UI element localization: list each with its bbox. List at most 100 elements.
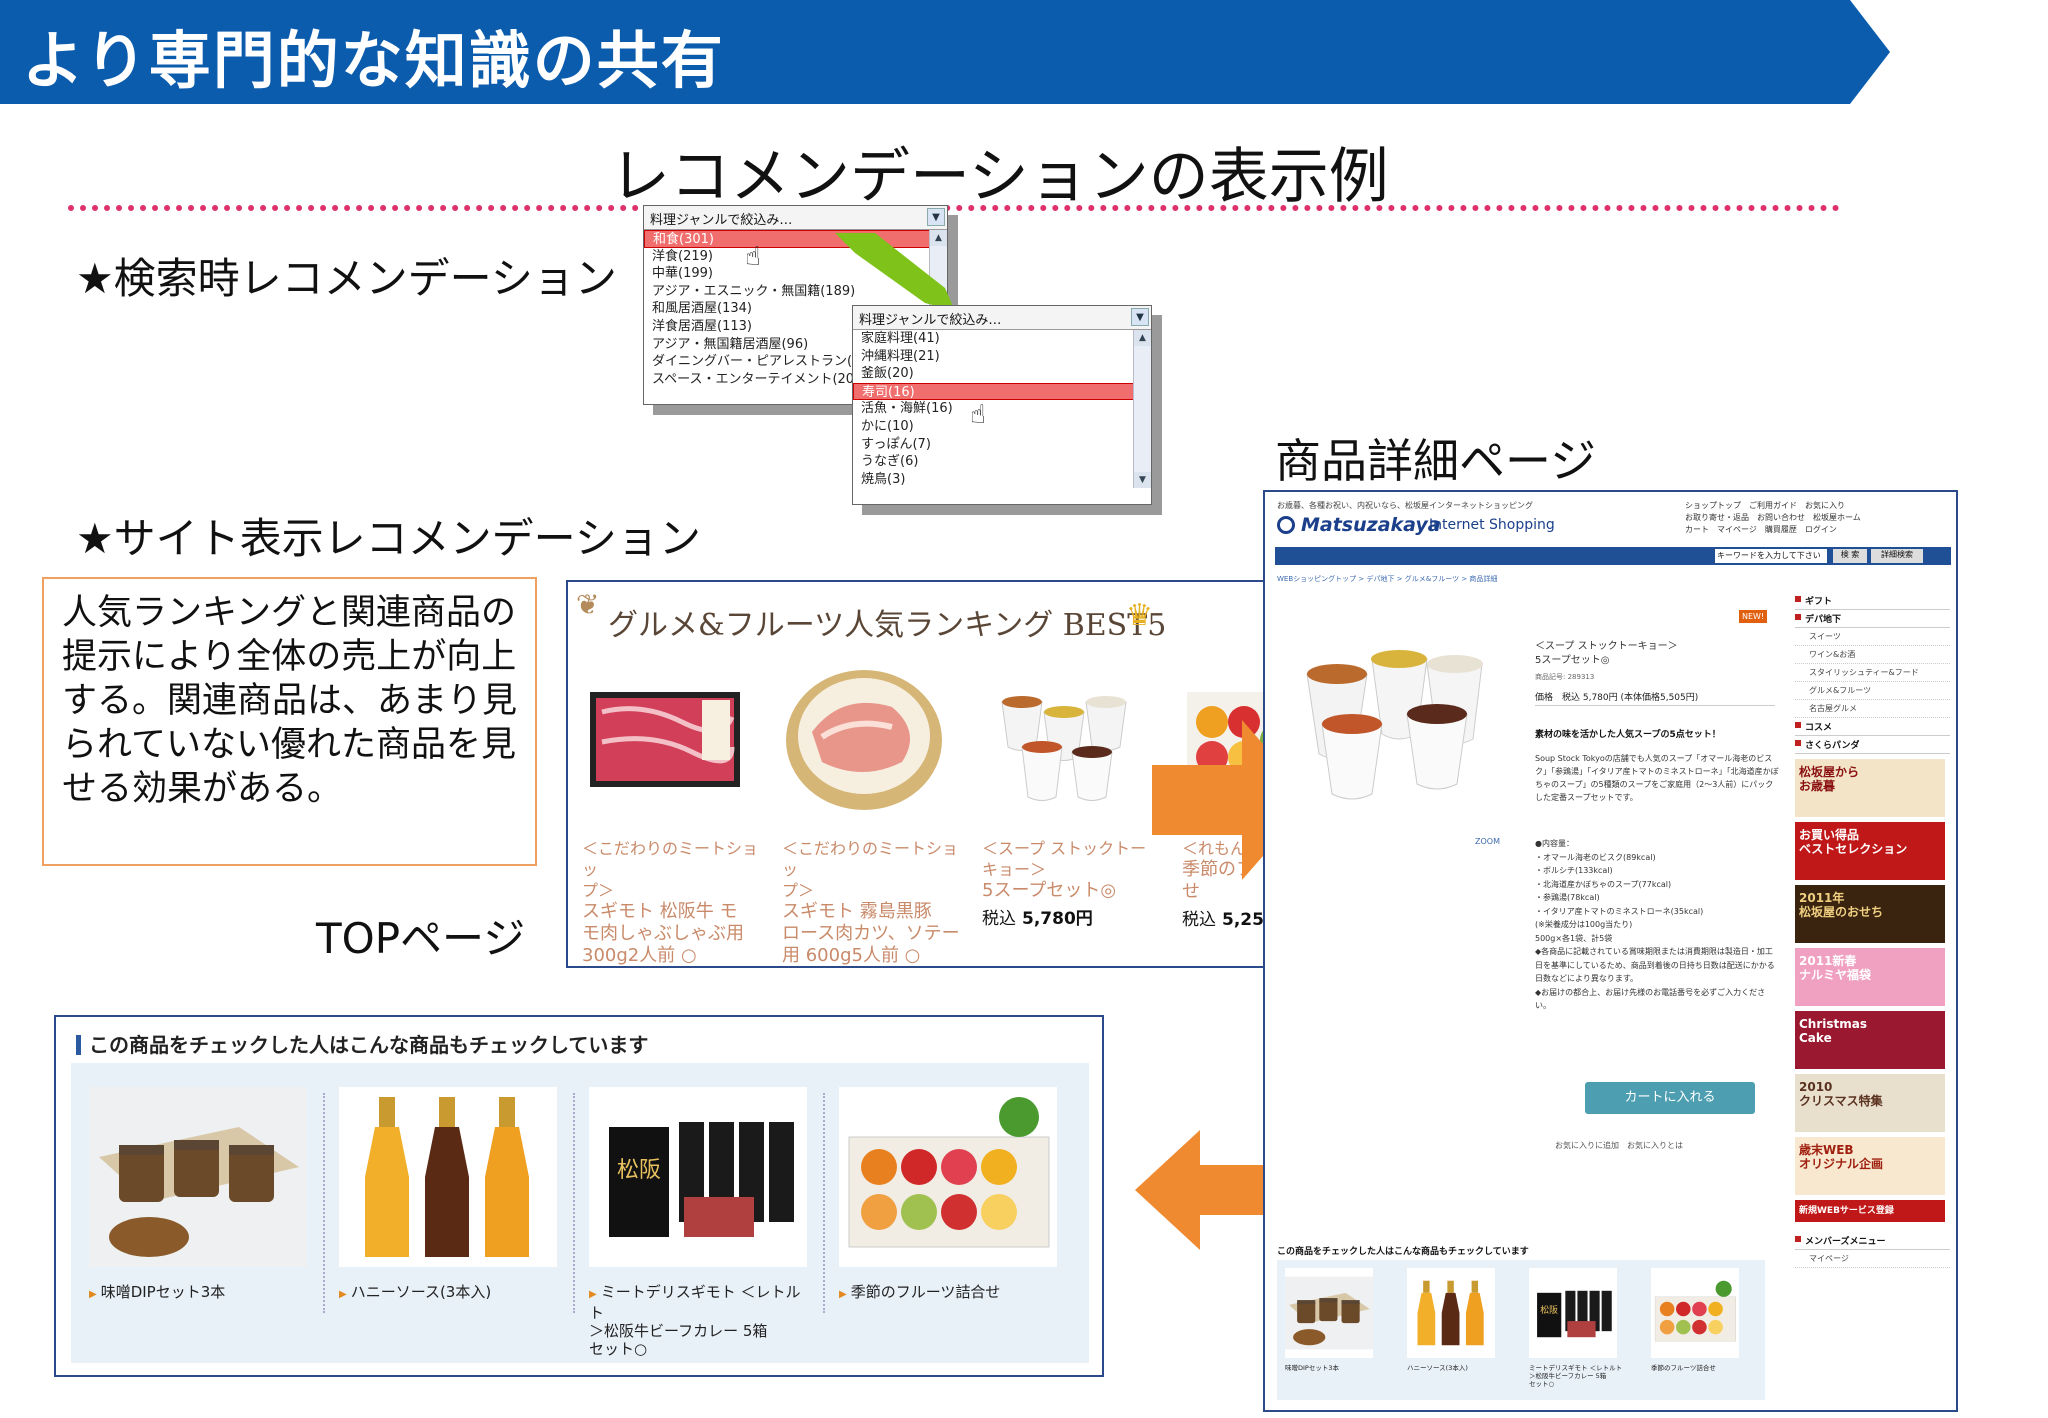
- detail-related-list: 味噌DIPセット3本 ハニーソース(3本入) 松阪ミートデリスギモト ＜レトルト ＞…: [1277, 1260, 1765, 1400]
- related-product-link[interactable]: ミートデリスギモト ＜レトルト ＞松阪牛ビーフカレー 5箱 セット○: [589, 1283, 809, 1358]
- detail-related-link[interactable]: 季節のフルーツ詰合せ: [1651, 1364, 1716, 1372]
- detail-related-image[interactable]: [1285, 1268, 1373, 1358]
- dropdown-option[interactable]: 釜飯(20): [861, 366, 914, 382]
- ranking-shop-name[interactable]: ＜スープ ストックトー キョー＞: [982, 839, 1147, 879]
- label-search-recommendation: ★検索時レコメンデーション: [76, 254, 617, 303]
- slide-subtitle: レコメンデーションの表示例: [610, 142, 1389, 212]
- divider: [573, 1093, 575, 1313]
- sidebar-banner[interactable]: 新規WEBサービス登録: [1795, 1200, 1945, 1222]
- ranking-product-name[interactable]: 季節のフ せ: [1182, 859, 1254, 902]
- sidebar-banner[interactable]: Christmas Cake: [1795, 1011, 1945, 1069]
- sidebar-banner[interactable]: 2010 クリスマス特集: [1795, 1074, 1945, 1132]
- scroll-up-icon[interactable]: ▲: [1134, 330, 1151, 346]
- detail-search-button[interactable]: 詳細検索: [1871, 549, 1923, 563]
- logo-mark-icon: [1277, 516, 1295, 534]
- dropdown-option[interactable]: 寿司(16): [853, 382, 1151, 401]
- sidebar-item[interactable]: ワイン&お酒: [1795, 646, 1950, 664]
- sidebar-item[interactable]: スイーツ: [1795, 628, 1950, 646]
- sidebar-item[interactable]: スタイリッシュティー&フード: [1795, 664, 1950, 682]
- genre-dropdown-2[interactable]: 料理ジャンルで絞込み…▼ 家庭料理(41) 沖縄料理(21) 釜飯(20)寿司(16…: [852, 305, 1152, 505]
- dropdown-option[interactable]: すっぽん(7): [861, 436, 931, 452]
- ranking-product-name[interactable]: スギモト 松阪牛 モ モ肉しゃぶしゃぶ用 300g2人前 ○: [582, 901, 744, 966]
- product-image[interactable]: [982, 662, 1147, 812]
- ranking-product-name[interactable]: スギモト 霧島黒豚 ロース肉カツ、ソテー 用 600g5人前 ○: [782, 901, 960, 966]
- related-product-link[interactable]: 味噌DIPセット3本: [89, 1283, 309, 1304]
- product-image[interactable]: [582, 662, 747, 812]
- dropdown-option[interactable]: スペース・エンターテイメント(20): [652, 371, 860, 387]
- sidebar-banner[interactable]: 2011新春 ナルミヤ福袋: [1795, 948, 1945, 1006]
- scroll-up-icon[interactable]: ▲: [930, 230, 947, 246]
- search-input[interactable]: キーワードを入力して下さい: [1715, 549, 1827, 563]
- ranking-shop-name[interactable]: ＜こだわりのミートショッ プ＞: [582, 839, 759, 900]
- banner-text: 歳末WEB オリジナル企画: [1799, 1143, 1884, 1171]
- dropdown-option[interactable]: 沖縄料理(21): [861, 348, 940, 364]
- ranking-shop-name[interactable]: ＜こだわりのミートショッ プ＞: [782, 839, 959, 900]
- related-product-link[interactable]: 季節のフルーツ詰合せ: [839, 1283, 1059, 1304]
- dropdown-option[interactable]: 洋食(219): [652, 248, 713, 264]
- dropdown-option[interactable]: かに(10): [861, 418, 914, 434]
- detail-related-link[interactable]: 味噌DIPセット3本: [1285, 1364, 1339, 1372]
- product-name: ＜スープ ストックトーキョー＞ 5スープセット◎: [1535, 641, 1678, 666]
- related-product-link[interactable]: ハニーソース(3本入): [339, 1283, 559, 1304]
- ornament-icon: ❦: [576, 588, 600, 621]
- sidebar-heading[interactable]: さくらパンダ: [1795, 736, 1950, 754]
- related-product-image[interactable]: [339, 1087, 557, 1267]
- chevron-down-icon[interactable]: ▼: [1131, 308, 1149, 326]
- ranking-product-name[interactable]: 5スープセット◎: [982, 880, 1117, 901]
- detail-related-link[interactable]: ミートデリスギモト ＜レトルト ＞松阪牛ビーフカレー 5箱 セット○: [1529, 1364, 1623, 1388]
- detail-related-image[interactable]: 松阪: [1529, 1268, 1617, 1358]
- zoom-link[interactable]: ZOOM: [1475, 837, 1500, 846]
- sidebar-banner[interactable]: 歳末WEB オリジナル企画: [1795, 1137, 1945, 1195]
- dropdown-option[interactable]: 洋食居酒屋(113): [652, 318, 752, 334]
- dropdown-option[interactable]: うなぎ(6): [861, 454, 919, 470]
- dropdown-option[interactable]: アジア・エスニック・無国籍(189): [652, 283, 856, 299]
- dropdown-header[interactable]: 料理ジャンルで絞込み…▼: [644, 206, 947, 230]
- dropdown-option[interactable]: 家庭料理(41): [861, 331, 940, 346]
- related-product-image[interactable]: 松阪: [589, 1087, 807, 1267]
- sidebar-banner[interactable]: 松坂屋から お歳暮: [1795, 759, 1945, 817]
- dropdown-option[interactable]: 和風居酒屋(134): [652, 301, 752, 317]
- dropdown-option[interactable]: ダイニングバー・ピアレストラン(21: [652, 354, 869, 370]
- add-to-cart-button[interactable]: カートに入れる: [1585, 1082, 1755, 1114]
- orange-arrow-left-icon: [1135, 1130, 1275, 1250]
- scroll-down-icon[interactable]: ▼: [1134, 472, 1151, 489]
- dropdown-option[interactable]: アジア・無国籍居酒屋(96): [652, 336, 809, 352]
- dropdown-header[interactable]: 料理ジャンルで絞込み…▼: [853, 306, 1151, 330]
- scrollbar[interactable]: ▲▼: [1133, 330, 1151, 489]
- sidebar-banner[interactable]: 2011年 松坂屋のおせち: [1795, 885, 1945, 943]
- sidebar-heading[interactable]: コスメ: [1795, 718, 1950, 736]
- related-product-image[interactable]: [89, 1087, 307, 1267]
- search-button[interactable]: 検 索: [1833, 549, 1867, 563]
- sidebar-heading[interactable]: ギフト: [1795, 592, 1950, 610]
- chevron-down-icon[interactable]: ▼: [927, 208, 945, 226]
- hand-cursor-icon: ☝: [745, 242, 761, 272]
- sidebar-heading[interactable]: デパ地下: [1795, 610, 1950, 628]
- product-image[interactable]: [782, 662, 947, 812]
- ranking-title: グルメ&フルーツ人気ランキング BEST5: [608, 608, 1167, 643]
- detail-related-link[interactable]: ハニーソース(3本入): [1407, 1364, 1468, 1372]
- site-logo-sub: Internet Shopping: [1429, 517, 1555, 533]
- site-logo[interactable]: Matsuzakaya: [1301, 514, 1441, 536]
- dropdown-option[interactable]: 中華(199): [652, 266, 713, 282]
- ranking-item[interactable]: ＜こだわりのミートショッ プ＞スギモト 松阪牛 モ モ肉しゃぶしゃぶ用 300g…: [582, 662, 762, 966]
- breadcrumb[interactable]: WEBショッピングトップ > デパ地下 > グルメ&フルーツ > 商品詳細: [1277, 575, 1498, 583]
- member-menu-item[interactable]: マイページ: [1795, 1250, 1950, 1268]
- detail-related-image[interactable]: [1407, 1268, 1495, 1358]
- banner-text: お買い得品 ベストセレクション: [1799, 828, 1908, 856]
- related-product-image[interactable]: [839, 1087, 1057, 1267]
- sidebar-banner[interactable]: お買い得品 ベストセレクション: [1795, 822, 1945, 880]
- top-nav-links[interactable]: ショップトップ ご利用ガイド お気に入り お取り寄せ・返品 お問い合わせ 松坂屋…: [1685, 501, 1861, 534]
- svg-text:松阪: 松阪: [1540, 1304, 1558, 1316]
- sidebar-item[interactable]: 名古屋グルメ: [1795, 700, 1950, 718]
- ranking-item[interactable]: ＜こだわりのミートショッ プ＞スギモト 霧島黒豚 ロース肉カツ、ソテー 用 60…: [782, 662, 962, 966]
- add-favorite-link[interactable]: お気に入りに追加 お気に入りとは: [1555, 1141, 1683, 1150]
- related-title: この商品をチェックした人はこんな商品もチェックしています: [76, 1029, 648, 1058]
- detail-related-image[interactable]: [1651, 1268, 1739, 1358]
- sidebar-item[interactable]: グルメ&フルーツ: [1795, 682, 1950, 700]
- dropdown-option[interactable]: 焼鳥(3): [861, 471, 906, 487]
- dropdown-option[interactable]: 活魚・海鮮(16): [861, 401, 953, 417]
